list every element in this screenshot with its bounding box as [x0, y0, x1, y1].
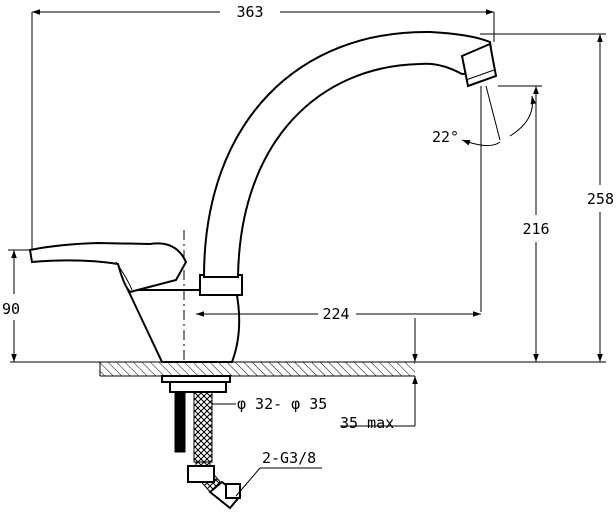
dim-overall-height: 258 [480, 33, 614, 362]
dim-lever-height: 90 [2, 249, 32, 362]
dim-lever-height-label: 90 [2, 300, 20, 318]
callout-hose-connection: 2-G3/8 [235, 449, 322, 497]
lever-handle [28, 241, 188, 294]
dim-spout-height: 216 [498, 85, 550, 362]
dim-swivel-angle-label: 22° [432, 128, 459, 146]
dim-max-thickness-label: 35 max [340, 414, 394, 432]
dim-overall-length: 363 [31, 3, 495, 250]
dim-max-thickness: 35 max [340, 318, 418, 432]
dim-spout-height-label: 216 [522, 220, 549, 238]
dim-overall-length-label: 363 [236, 3, 263, 21]
dim-spout-reach: 224 [196, 305, 481, 323]
faucet-body [126, 30, 498, 363]
dim-swivel-angle: 22° [432, 85, 537, 312]
dim-spout-reach-label: 224 [322, 305, 349, 323]
dim-overall-height-label: 258 [587, 190, 614, 208]
countertop [10, 361, 606, 377]
callout-hose-connection-label: 2-G3/8 [262, 449, 316, 467]
callout-hole-diameter-label: φ 32- φ 35 [237, 395, 327, 413]
mounting-hardware [161, 375, 242, 510]
callout-hole-diameter: φ 32- φ 35 [212, 395, 327, 413]
